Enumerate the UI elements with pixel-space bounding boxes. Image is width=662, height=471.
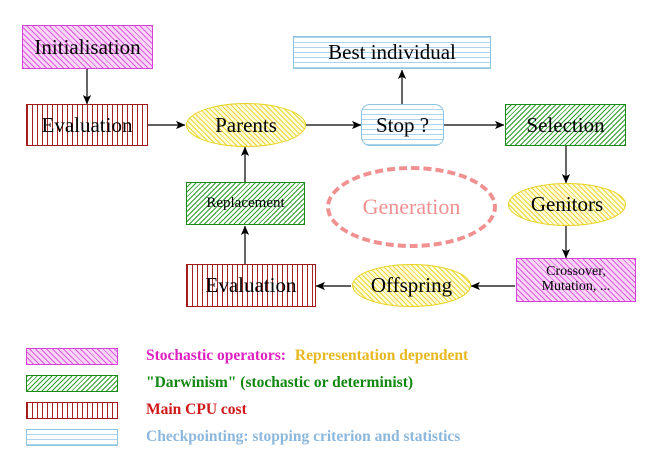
legend-row-checkpointing: Checkpointing: stopping criterion and st…: [26, 426, 460, 448]
legend-row-darwinism: "Darwinism" (stochastic or determinist): [26, 372, 413, 394]
legend-label-main-cpu-cost: Main CPU cost: [146, 401, 247, 419]
node-evaluation-bottom[interactable]: Evaluation: [186, 264, 316, 307]
node-replacement-label: Replacement: [206, 194, 285, 211]
node-crossover-mutation-line2: Mutation, ...: [541, 279, 611, 294]
node-evaluation-top[interactable]: Evaluation: [26, 104, 148, 146]
node-replacement[interactable]: Replacement: [186, 182, 305, 225]
node-initialisation[interactable]: Initialisation: [22, 25, 153, 69]
legend-swatch-green-diagonal-hatch: [26, 374, 118, 392]
legend-row-main-cpu-cost: Main CPU cost: [26, 399, 247, 421]
node-offspring[interactable]: Offspring: [352, 264, 471, 307]
legend-label-checkpointing: Checkpointing: stopping criterion and st…: [146, 428, 460, 446]
node-selection-label: Selection: [526, 112, 605, 137]
node-genitors[interactable]: Genitors: [508, 183, 626, 226]
node-stop-label: Stop ?: [375, 112, 430, 137]
legend-label-stochastic-operators-secondary: Representation dependent: [294, 347, 469, 364]
node-best-individual[interactable]: Best individual: [293, 36, 491, 69]
legend-label-darwinism-primary: "Darwinism" (stochastic or determinist): [146, 374, 414, 391]
legend-label-main-cpu-cost-primary: Main CPU cost: [146, 401, 247, 418]
node-best-individual-label: Best individual: [328, 40, 456, 65]
generation-label: Generation: [362, 194, 461, 219]
legend-swatch-blue-horizontal-hatch: [26, 428, 118, 446]
legend-swatch-red-vertical-hatch: [26, 401, 118, 419]
node-stop[interactable]: Stop ?: [361, 104, 444, 146]
node-parents-label: Parents: [215, 112, 277, 137]
node-selection[interactable]: Selection: [505, 104, 626, 146]
node-crossover-mutation[interactable]: Crossover, Mutation, ...: [516, 258, 636, 302]
node-offspring-label: Offspring: [370, 273, 453, 298]
node-parents[interactable]: Parents: [186, 103, 306, 147]
node-crossover-mutation-line1: Crossover,: [546, 264, 606, 280]
node-evaluation-bottom-label: Evaluation: [205, 273, 297, 298]
legend-label-stochastic-operators-primary: Stochastic operators:: [146, 347, 286, 364]
legend-label-checkpointing-primary: Checkpointing: stopping criterion and st…: [146, 428, 461, 445]
node-initialisation-label: Initialisation: [34, 34, 141, 59]
legend-row-stochastic-operators: Stochastic operators: Representation depe…: [26, 345, 468, 367]
node-genitors-label: Genitors: [530, 192, 604, 217]
legend-swatch-magenta-diagonal-hatch: [26, 347, 118, 365]
legend-label-stochastic-operators: Stochastic operators: Representation depe…: [146, 347, 468, 365]
legend-label-darwinism: "Darwinism" (stochastic or determinist): [146, 374, 413, 392]
generation-cycle-ellipse: Generation: [326, 166, 497, 248]
node-evaluation-top-label: Evaluation: [41, 112, 133, 137]
